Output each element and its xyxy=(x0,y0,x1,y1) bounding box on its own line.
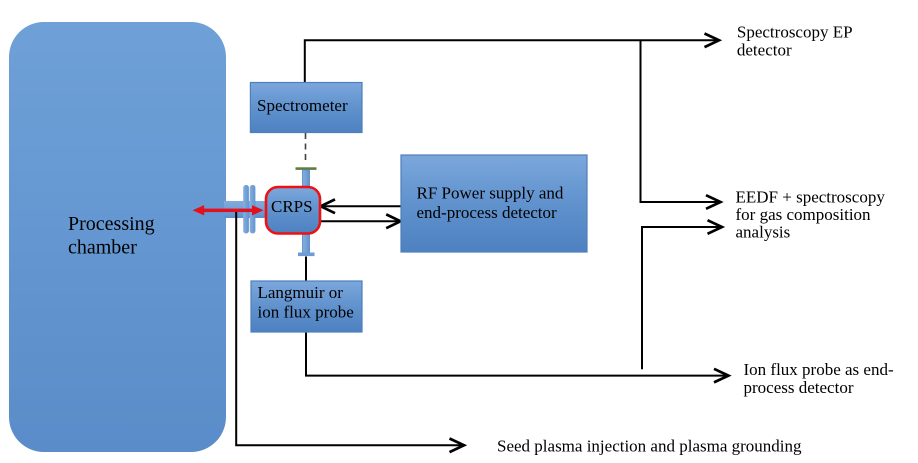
svg-text:EEDF + spectroscopy: EEDF + spectroscopy xyxy=(736,187,886,206)
svg-text:analysis: analysis xyxy=(736,223,791,242)
svg-text:process detector: process detector xyxy=(744,378,854,397)
svg-text:RF Power supply and: RF Power supply and xyxy=(417,183,564,202)
svg-text:detector: detector xyxy=(737,41,792,60)
svg-text:Spectrometer: Spectrometer xyxy=(257,96,348,115)
svg-text:Processing: Processing xyxy=(68,213,155,235)
svg-text:Spectroscopy EP: Spectroscopy EP xyxy=(737,22,853,41)
svg-text:Ion flux probe as end-: Ion flux probe as end- xyxy=(744,360,894,379)
svg-text:Langmuir or: Langmuir or xyxy=(258,283,344,302)
svg-text:chamber: chamber xyxy=(68,236,137,258)
svg-text:CRPS: CRPS xyxy=(271,197,313,216)
svg-text:end-process detector: end-process detector xyxy=(417,203,558,222)
svg-text:for gas composition: for gas composition xyxy=(736,205,872,224)
svg-text:Seed plasma injection and plas: Seed plasma injection and plasma groundi… xyxy=(497,436,802,455)
svg-text:ion flux probe: ion flux probe xyxy=(258,302,354,321)
